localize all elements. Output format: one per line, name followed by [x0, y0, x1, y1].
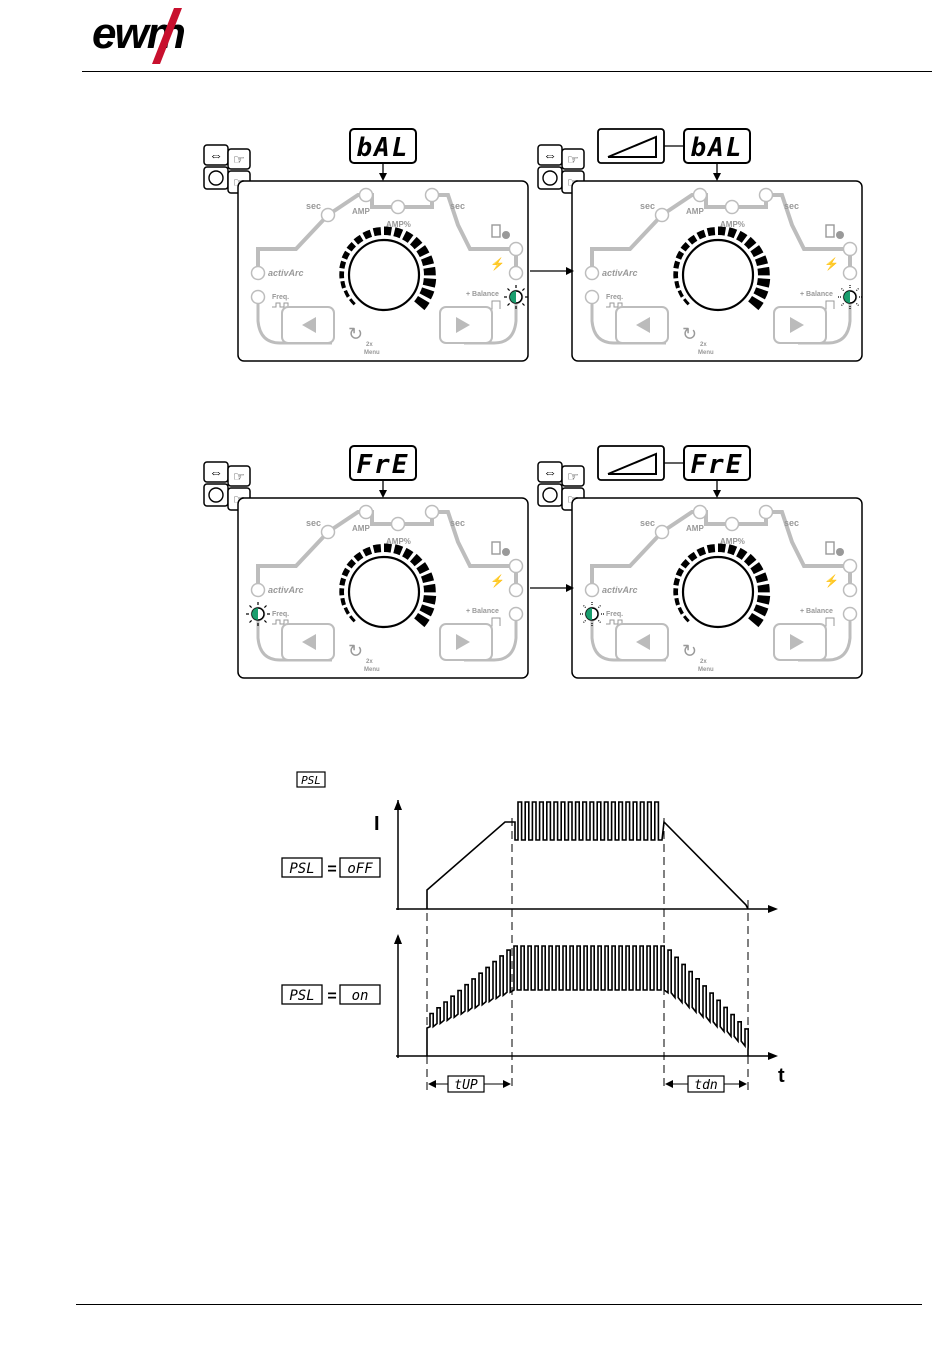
svg-text:sec: sec	[450, 518, 465, 528]
svg-text:⚡: ⚡	[490, 574, 505, 588]
svg-text:Freq.: Freq.	[272, 611, 289, 618]
svg-text:on: on	[352, 988, 369, 1004]
svg-text:AMP: AMP	[686, 207, 704, 216]
svg-text:PSL: PSL	[289, 988, 314, 1004]
svg-text:Freq.: Freq.	[272, 294, 289, 301]
svg-text:Freq.: Freq.	[606, 294, 623, 301]
svg-text:☞: ☞	[233, 152, 245, 167]
svg-text:+ Balance: + Balance	[800, 291, 833, 298]
svg-text:sec: sec	[306, 201, 321, 211]
svg-text:sec: sec	[450, 201, 465, 211]
svg-text:Menu: Menu	[364, 667, 380, 673]
axis-t-label: t	[778, 1065, 785, 1087]
svg-text:⚡: ⚡	[490, 257, 505, 271]
svg-text:activArc: activArc	[268, 268, 304, 278]
svg-text:tdn: tdn	[694, 1078, 717, 1093]
svg-text:PSL: PSL	[289, 861, 314, 877]
header-rule	[82, 71, 932, 72]
svg-text:bAL: bAL	[691, 133, 744, 163]
pulse-on-curve	[427, 946, 748, 1056]
svg-text:FrE: FrE	[691, 450, 744, 480]
transition-arrow	[530, 265, 580, 277]
legend-code: PSL	[301, 774, 321, 787]
ramp-icon-box	[598, 129, 684, 163]
row-off-label: PSL = oFF	[282, 858, 380, 878]
control-knob	[683, 240, 753, 310]
svg-text:Freq.: Freq.	[606, 611, 623, 618]
svg-text:⚡: ⚡	[824, 574, 839, 588]
footer-rule	[76, 1304, 922, 1305]
control-knob	[349, 240, 419, 310]
svg-text:sec: sec	[784, 518, 799, 528]
upslope-dimension: tUP	[428, 1076, 511, 1093]
svg-text:FrE: FrE	[357, 450, 410, 480]
svg-text:AMP: AMP	[352, 524, 370, 533]
svg-text:Menu: Menu	[364, 350, 380, 356]
svg-text:⇔: ⇔	[209, 464, 223, 480]
svg-text:↻: ↻	[682, 324, 697, 344]
svg-text:↻: ↻	[348, 324, 363, 344]
svg-text:oFF: oFF	[347, 861, 373, 877]
svg-text:tUP: tUP	[454, 1078, 478, 1093]
svg-text:⇔: ⇔	[209, 147, 223, 163]
svg-text:Menu: Menu	[698, 350, 714, 356]
svg-text:☞: ☞	[567, 469, 579, 484]
row-on-label: PSL = on	[282, 985, 380, 1005]
transition-arrow	[530, 582, 580, 594]
display-box: bAL	[350, 129, 416, 181]
pulse-diagram: PSL I t PSL = oFF PSL = on tU	[0, 760, 950, 1120]
svg-text:2x: 2x	[366, 342, 373, 348]
svg-text:⚡: ⚡	[824, 257, 839, 271]
svg-text:activArc: activArc	[268, 585, 304, 595]
svg-text:↻: ↻	[348, 641, 363, 661]
pulse-off-curve	[427, 802, 748, 909]
svg-text:sec: sec	[784, 201, 799, 211]
display-box: bAL	[684, 129, 750, 181]
svg-text:⇔: ⇔	[543, 464, 557, 480]
display-box: FrE	[684, 446, 750, 498]
svg-text:2x: 2x	[366, 659, 373, 665]
svg-text:activArc: activArc	[602, 268, 638, 278]
svg-text:Menu: Menu	[698, 667, 714, 673]
axis-i-label: I	[374, 813, 380, 835]
svg-text:+ Balance: + Balance	[466, 608, 499, 615]
svg-text:=: =	[327, 861, 336, 878]
ewm-logo: ewm	[92, 4, 232, 66]
control-knob	[683, 557, 753, 627]
svg-text:sec: sec	[640, 201, 655, 211]
ramp-icon-box	[598, 446, 684, 480]
downslope-dimension: tdn	[665, 1076, 747, 1093]
svg-text:☞: ☞	[567, 152, 579, 167]
svg-text:bAL: bAL	[357, 133, 410, 163]
svg-text:↻: ↻	[682, 641, 697, 661]
svg-text:AMP: AMP	[686, 524, 704, 533]
svg-text:sec: sec	[306, 518, 321, 528]
svg-text:2x: 2x	[700, 342, 707, 348]
svg-text:+ Balance: + Balance	[800, 608, 833, 615]
svg-text:AMP: AMP	[352, 207, 370, 216]
svg-text:⇔: ⇔	[543, 147, 557, 163]
svg-text:2x: 2x	[700, 659, 707, 665]
svg-text:=: =	[327, 988, 336, 1005]
svg-text:sec: sec	[640, 518, 655, 528]
svg-text:☞: ☞	[233, 469, 245, 484]
display-box: FrE	[350, 446, 416, 498]
control-knob	[349, 557, 419, 627]
svg-text:activArc: activArc	[602, 585, 638, 595]
svg-text:+ Balance: + Balance	[466, 291, 499, 298]
